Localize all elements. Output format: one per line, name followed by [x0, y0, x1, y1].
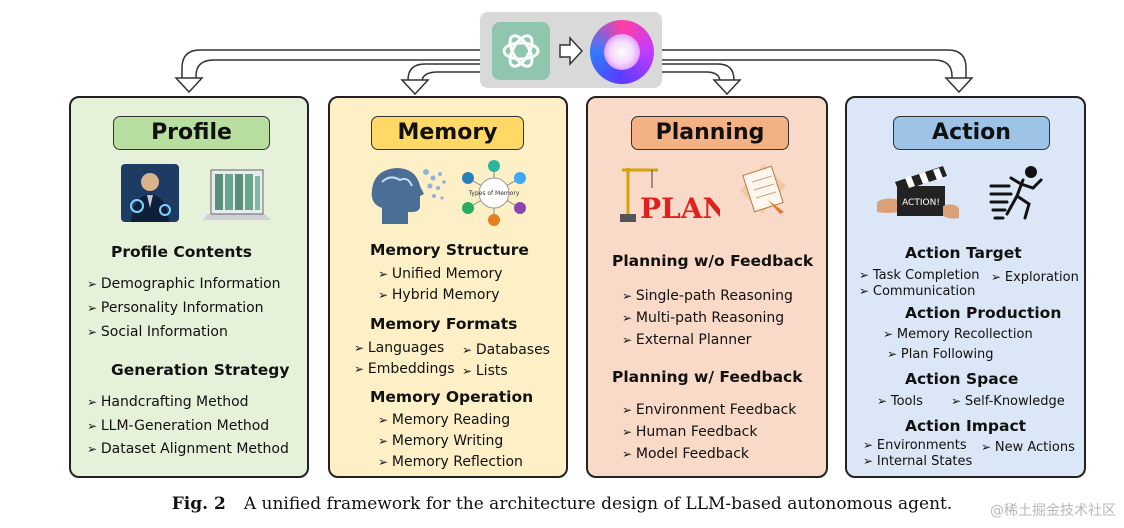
list-item: Handcrafting Method: [87, 394, 249, 410]
panel-title: Memory: [371, 116, 524, 150]
memory-panel: Memory Types of Memory Memory Structure …: [328, 96, 568, 478]
action-panel: Action ACTION! Action Target Task Comple…: [845, 96, 1086, 478]
arrow-to-planning: [662, 63, 735, 81]
openai-logo-icon: [492, 22, 550, 80]
list-item: Dataset Alignment Method: [87, 441, 289, 457]
list-item: Communication: [859, 284, 975, 299]
action-space-heading: Action Space: [905, 370, 1019, 388]
list-item: Plan Following: [887, 347, 994, 362]
action-production-heading: Action Production: [905, 304, 1062, 322]
panel-title: Action: [893, 116, 1050, 150]
list-item: Hybrid Memory: [378, 287, 500, 303]
clapperboard-icon: ACTION!: [877, 166, 959, 219]
list-item: Environments: [863, 438, 967, 453]
list-item: Social Information: [87, 324, 228, 340]
list-item: Human Feedback: [622, 424, 758, 440]
profile-contents-heading: Profile Contents: [111, 243, 253, 261]
planning-panel: Planning PLAN Planning w/o Feedback Sing…: [586, 96, 828, 478]
figure-caption: Fig. 2 A unified framework for the archit…: [0, 494, 1124, 514]
memory-structure-heading: Memory Structure: [370, 241, 529, 259]
action-target-heading: Action Target: [905, 244, 1022, 262]
list-item: Self-Knowledge: [951, 394, 1065, 409]
watermark: @稀土掘金技术社区: [990, 503, 1116, 519]
list-item: Memory Recollection: [883, 327, 1033, 342]
types-of-memory-label: Types of Memory: [468, 190, 520, 197]
types-of-memory-diagram: Types of Memory: [462, 160, 526, 226]
planning-without-feedback-heading: Planning w/o Feedback: [612, 252, 814, 270]
panel-title: Profile: [113, 116, 270, 150]
list-item: Databases: [462, 342, 550, 358]
list-item: Unified Memory: [378, 266, 503, 282]
figure-caption-text: A unified framework for the architecture…: [243, 494, 953, 514]
llm-header: [480, 12, 662, 88]
arrow-to-profile: [181, 49, 480, 78]
list-item: Tools: [877, 394, 923, 409]
list-item: Exploration: [991, 270, 1079, 285]
profile-panel: Profile Profile Contents Demographic Inf…: [69, 96, 309, 478]
list-item: Memory Reading: [378, 412, 510, 428]
planning-with-feedback-heading: Planning w/ Feedback: [612, 368, 803, 386]
list-item: Lists: [462, 363, 508, 379]
brain-head-icon: [371, 168, 446, 224]
list-item: Memory Reflection: [378, 454, 523, 470]
panel-title: Planning: [631, 116, 789, 150]
arrow-to-memory: [407, 63, 480, 81]
figure-label: Fig. 2: [171, 494, 226, 514]
list-item: Personality Information: [87, 300, 264, 316]
list-item: Task Completion: [859, 268, 980, 283]
list-item: Embeddings: [354, 361, 455, 377]
memory-formats-heading: Memory Formats: [370, 315, 518, 333]
list-item: Single-path Reasoning: [622, 288, 793, 304]
generation-strategy-heading: Generation Strategy: [111, 361, 290, 379]
action-impact-heading: Action Impact: [905, 417, 1027, 435]
list-item: Model Feedback: [622, 446, 749, 462]
arrow-to-action: [662, 49, 967, 78]
list-item: Environment Feedback: [622, 402, 797, 418]
right-arrow-icon: [559, 36, 584, 66]
action-board-label: ACTION!: [902, 198, 940, 208]
list-item: New Actions: [981, 440, 1075, 455]
file-binders-icon: [203, 169, 271, 220]
list-item: Demographic Information: [87, 276, 281, 292]
running-person-icon: [989, 166, 1043, 220]
planning-papers-icon: [740, 164, 786, 214]
ai-brain-logo-icon: [590, 20, 654, 84]
profile-photo-icon: [121, 164, 179, 222]
plan-word-label: PLAN: [640, 192, 720, 224]
list-item: LLM-Generation Method: [87, 418, 269, 434]
memory-operation-heading: Memory Operation: [370, 388, 534, 406]
list-item: Internal States: [863, 454, 972, 469]
list-item: Memory Writing: [378, 433, 503, 449]
list-item: Multi-path Reasoning: [622, 310, 784, 326]
plan-crane-icon: PLAN: [620, 168, 720, 224]
list-item: Languages: [354, 340, 444, 356]
list-item: External Planner: [622, 332, 752, 348]
